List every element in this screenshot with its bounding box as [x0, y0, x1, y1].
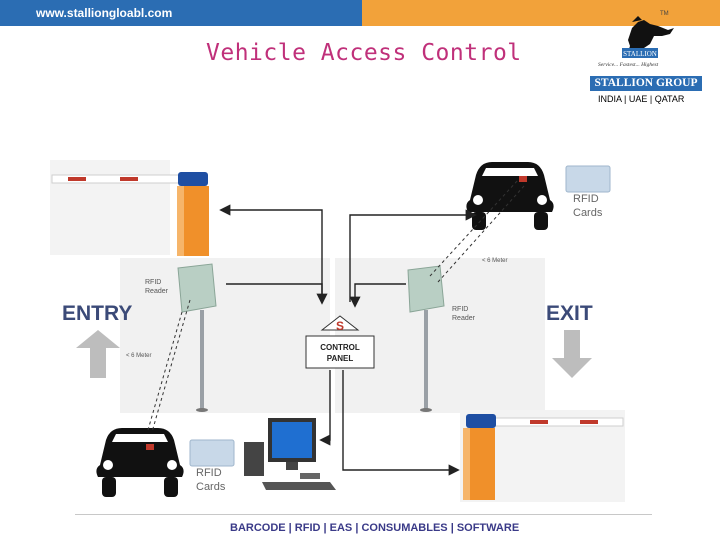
distance-right-label: < 6 Meter [482, 258, 508, 264]
rfid-reader-right-icon [407, 265, 445, 412]
logo-countries: INDIA | UAE | QATAR [598, 94, 685, 104]
computer-icon [244, 418, 336, 490]
control-panel-box: S [305, 315, 375, 369]
logo-tagline: Service... Fastest... Highest [598, 62, 659, 68]
footer-divider [75, 514, 652, 515]
rfid-cards-top-label-1: RFID [573, 193, 599, 205]
car-icon-exit [466, 162, 554, 230]
horse-logo-icon: STALLION [622, 16, 674, 58]
rfid-cards-bottom-label-1: RFID [196, 467, 222, 479]
entry-label: ENTRY [62, 302, 132, 325]
distance-left-label: < 6 Meter [126, 353, 152, 359]
rfid-reader-left-label-1: RFID [145, 279, 161, 286]
rfid-reader-right-label-1: RFID [452, 306, 468, 313]
logo-emblem-text: STALLION [623, 50, 657, 58]
rfid-reader-left-icon [177, 263, 217, 412]
rfid-card-top-icon [565, 165, 611, 193]
exit-label: EXIT [546, 302, 593, 325]
exit-down-arrow-icon [552, 330, 592, 378]
entry-barrier-gate [51, 172, 209, 256]
rf-signal-lines [147, 179, 525, 433]
rfid-reader-left-label-2: Reader [145, 288, 169, 295]
entry-up-arrow-icon [76, 330, 120, 378]
trademark-mark: TM [660, 11, 669, 17]
footer-services: BARCODE | RFID | EAS | CONSUMABLES | SOF… [230, 522, 520, 534]
rfid-card-bottom-icon [189, 439, 235, 467]
website-link[interactable]: www.stalliongloabl.com [36, 6, 173, 20]
page-title: Vehicle Access Control [206, 40, 522, 66]
control-panel-logo-icon: S [336, 319, 344, 333]
control-panel-label-1: CONTROL [320, 343, 360, 352]
exit-barrier-gate [463, 414, 624, 500]
top-bar-orange [362, 0, 720, 26]
car-icon-entry [96, 428, 184, 497]
control-panel-label-2: PANEL [327, 354, 354, 363]
entry-area-bg [50, 160, 170, 255]
rfid-cards-top-label-2: Cards [573, 207, 603, 219]
top-bar-blue [0, 0, 362, 26]
rfid-cards-bottom-label-2: Cards [196, 481, 226, 493]
top-bar: www.stalliongloabl.com [0, 0, 720, 26]
logo-group-name: STALLION GROUP [590, 76, 702, 91]
rfid-reader-right-label-2: Reader [452, 315, 476, 322]
connection-lines [219, 204, 477, 476]
